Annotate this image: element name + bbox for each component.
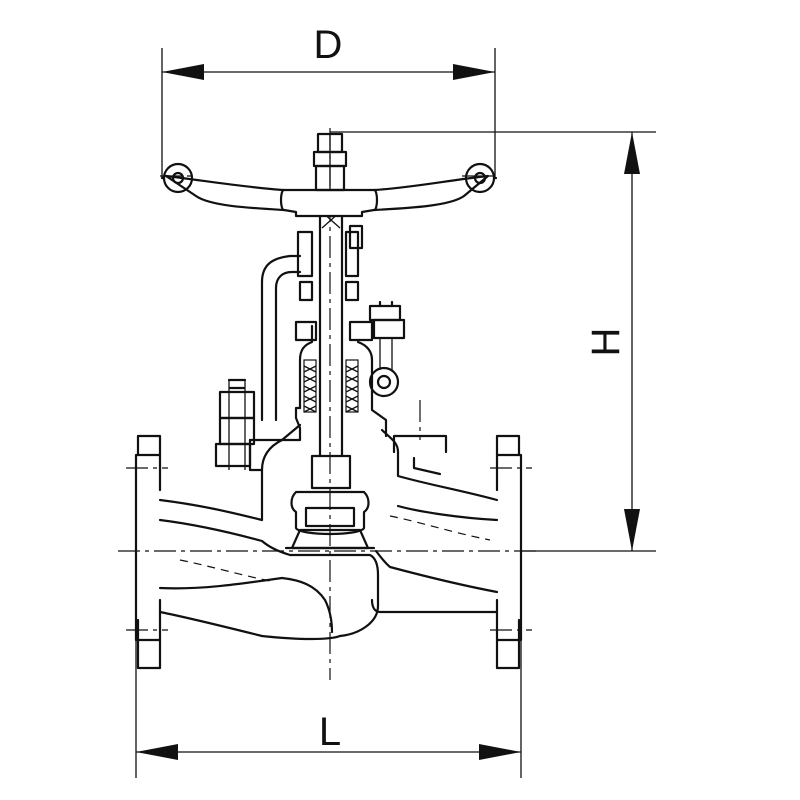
yoke-lower-blocks	[298, 280, 360, 302]
packing-left-hatch	[303, 365, 317, 413]
yoke-top-left-block	[296, 230, 314, 278]
dim-h-label: H	[584, 328, 628, 357]
bonnet-left-flange	[248, 406, 302, 442]
gland-eyebolt-right	[368, 300, 406, 398]
packing-right	[345, 359, 359, 413]
handwheel-rim-left-inner	[171, 171, 185, 185]
right-flange-face	[495, 453, 523, 642]
handwheel-hub	[279, 188, 379, 218]
packing-right-hatch	[345, 365, 359, 413]
left-flange-top-lug	[136, 434, 162, 492]
dimension-l: L	[135, 640, 522, 778]
eyebolt-tip	[378, 300, 394, 308]
yoke-left-arm	[260, 254, 302, 422]
bolt-left-nut-bottom	[214, 442, 252, 468]
dim-d-label: D	[314, 23, 343, 67]
eyebolt-eye-inner	[376, 374, 392, 390]
eyebolt-nut-mid	[372, 318, 406, 340]
dim-d-arrow-right	[453, 64, 495, 80]
disc-holder	[290, 490, 370, 536]
dim-h-arrow-bottom	[624, 509, 640, 551]
disc-seat-face	[290, 528, 370, 550]
left-passage-upper	[158, 518, 292, 557]
handwheel-nut	[312, 132, 348, 192]
packing-left	[303, 359, 317, 413]
right-flange-bottom-lug	[495, 598, 521, 670]
dimension-d: D	[161, 23, 496, 178]
handwheel	[160, 162, 498, 218]
dim-l-arrow-right	[479, 744, 521, 760]
dim-l-label: L	[319, 710, 341, 754]
seat-bowl-right	[288, 553, 380, 638]
eyebolt-eye-outer	[368, 366, 400, 398]
valve-body	[134, 423, 523, 670]
disc	[304, 506, 356, 528]
dimension-h: H	[330, 131, 656, 552]
yoke-top-right-block	[344, 230, 360, 278]
eyebolt-nut-top	[368, 304, 402, 322]
right-passage-lower	[374, 549, 499, 594]
dim-l-arrow-left	[136, 744, 178, 760]
gland-flange	[294, 320, 374, 342]
stem-shaft	[318, 188, 344, 458]
right-body-lower-wall	[370, 598, 499, 614]
left-body-lower-wall	[158, 610, 342, 641]
bonnet-bolt-left	[214, 378, 256, 470]
handwheel-rim-right-inner	[473, 171, 487, 185]
bolt-left-nut-top	[218, 390, 256, 420]
dim-h-arrow-top	[624, 132, 640, 174]
disc-assembly	[290, 454, 370, 550]
left-flange-face	[134, 453, 162, 642]
right-passage-hidden	[389, 515, 491, 541]
bonnet	[248, 224, 448, 472]
left-body-outer-wall	[158, 423, 302, 522]
bonnet-right-flange	[392, 434, 448, 454]
right-passage-upper	[396, 504, 499, 522]
handwheel-left-spoke	[164, 174, 286, 212]
disc-nut	[310, 454, 352, 490]
handwheel-right-spoke	[372, 174, 490, 212]
right-flange-top-lug	[495, 434, 521, 492]
left-passage-hidden	[179, 559, 276, 583]
right-body-outer-wall	[380, 428, 499, 502]
left-flange-bottom-lug	[136, 598, 162, 670]
right-body-step	[412, 456, 442, 476]
yoke-nut-side	[348, 224, 364, 250]
seat-bowl-left	[280, 576, 334, 634]
bonnet-neck	[298, 324, 388, 438]
stem	[318, 188, 344, 458]
dim-d-arrow-left	[162, 64, 204, 80]
